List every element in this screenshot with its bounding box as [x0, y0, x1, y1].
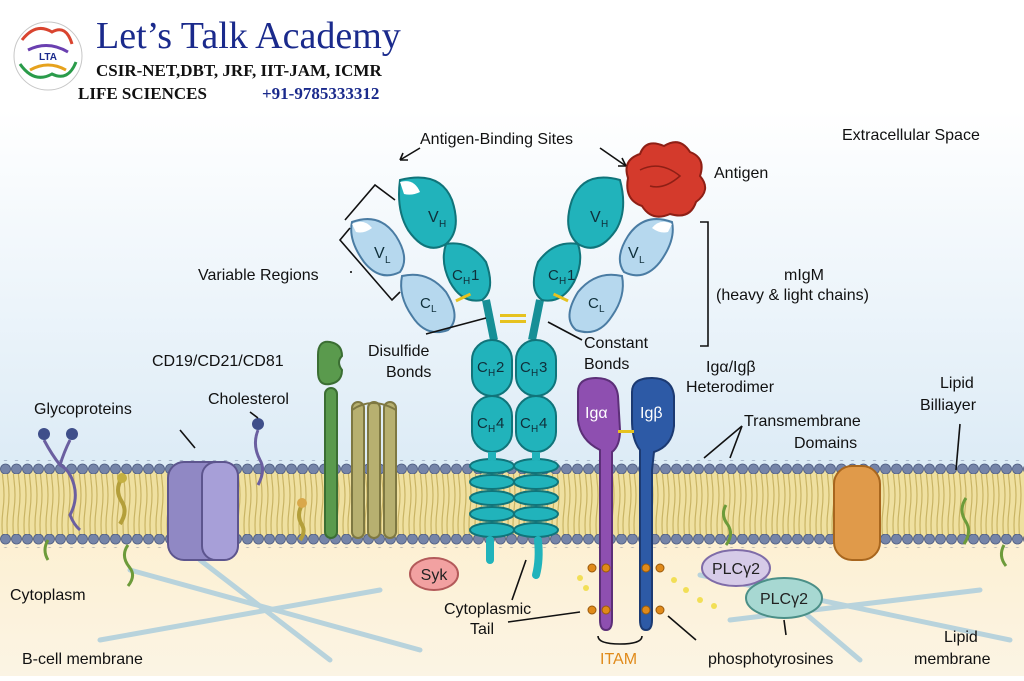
ch3-num: 3 — [539, 359, 547, 376]
cholesterol-shapes — [43, 418, 1008, 587]
ch4-right-num: 4 — [539, 415, 547, 432]
plcg2-bubble-a: PLCγ2 — [701, 549, 771, 587]
ch2-domain: C H 2 — [471, 339, 513, 397]
glycoprotein-shapes — [38, 428, 81, 532]
ch2-sub: H — [488, 368, 495, 379]
ch3-domain: C H 3 — [515, 339, 557, 397]
label-extracellular-space: Extracellular Space — [842, 127, 980, 144]
right-ch1-num: 1 — [567, 267, 575, 284]
brand-phone: +91-9785333312 — [262, 84, 379, 103]
ig-disulfide — [618, 430, 634, 433]
brand-title: Let’s Talk Academy — [96, 15, 401, 57]
label-variable-regions: Variable Regions — [198, 267, 319, 284]
right-vh-sub: H — [601, 219, 608, 230]
right-cl-sub: L — [599, 304, 605, 315]
ch2-label: C — [477, 359, 488, 376]
left-ch1-label: C — [452, 267, 463, 284]
label-constant-2: Bonds — [584, 356, 629, 373]
plcg2-bubble-b: PLCγ2 — [745, 577, 823, 619]
cd19-cd21-cd81-complex — [317, 340, 397, 539]
left-ch1-num: 1 — [471, 267, 479, 284]
right-cl-label: C — [588, 295, 599, 312]
plcg2-a-label: PLCγ2 — [712, 561, 760, 578]
label-iga-igb-2: Heterodimer — [686, 379, 775, 396]
brand-field: LIFE SCIENCES — [78, 84, 207, 103]
label-cd19: CD19/CD21/CD81 — [152, 353, 284, 370]
itam-phosphotyrosines — [587, 563, 665, 615]
ch4-left-num: 4 — [496, 415, 504, 432]
cytoskeleton-fibers — [97, 557, 1013, 663]
left-vh-label: V — [428, 209, 439, 226]
antigen-shape — [625, 141, 707, 218]
left-ch1-sub: H — [463, 276, 470, 287]
label-phosphotyrosines: phosphotyrosines — [708, 651, 833, 668]
right-vh-label: V — [590, 209, 601, 226]
label-antigen: Antigen — [714, 165, 768, 182]
annotation-arrows — [179, 147, 961, 645]
ch2-num: 2 — [496, 359, 504, 376]
label-transmembrane-1: Transmembrane — [744, 413, 861, 430]
left-cl-domain: C L — [400, 273, 456, 334]
ch3-label: C — [520, 359, 531, 376]
label-lipid-bilayer-1: Lipid — [940, 375, 974, 392]
label-disulfide-2: Bonds — [386, 364, 431, 381]
label-heavy-light: (heavy & light chains) — [716, 287, 869, 304]
ch4-left-domain: C H 4 — [471, 395, 513, 453]
label-migm: mIgM — [784, 267, 824, 284]
label-glycoproteins: Glycoproteins — [34, 401, 132, 418]
ch4-right-domain: C H 4 — [515, 395, 557, 453]
label-cytoplasmic-2: Tail — [470, 621, 494, 638]
right-ch1-domain: C H 1 — [532, 242, 582, 302]
left-cl-label: C — [420, 295, 431, 312]
right-cl-domain: C L — [568, 273, 624, 334]
label-lipid-bilayer-2: Billiayer — [920, 397, 977, 414]
left-vl-domain: V L — [350, 218, 406, 277]
ch4-left-label: C — [477, 415, 488, 432]
label-cytoplasmic-1: Cytoplasmic — [444, 601, 531, 618]
left-cl-sub: L — [431, 304, 437, 315]
ch4-right-sub: H — [531, 424, 538, 435]
right-vl-sub: L — [639, 255, 645, 266]
plcg2-b-label: PLCγ2 — [760, 591, 808, 608]
ch3-sub: H — [531, 368, 538, 379]
channel-protein — [167, 461, 239, 561]
logo-text: LTA — [39, 52, 57, 63]
left-vl-label: V — [374, 245, 385, 262]
syk-label: Syk — [421, 567, 449, 584]
logo-icon: LTA — [13, 21, 83, 91]
label-itam: ITAM — [600, 651, 637, 668]
left-ch1-domain: C H 1 — [442, 242, 492, 302]
label-disulfide-1: Disulfide — [368, 343, 429, 360]
right-vl-domain: V L — [618, 218, 674, 277]
igm-helices — [469, 458, 559, 538]
ch4-left-sub: H — [488, 424, 495, 435]
iga-label: Igα — [585, 405, 608, 422]
right-vl-label: V — [628, 245, 639, 262]
label-iga-igb-1: Igα/Igβ — [706, 359, 756, 376]
right-ch1-sub: H — [559, 276, 566, 287]
label-constant-1: Constant — [584, 335, 649, 352]
right-ch1-label: C — [548, 267, 559, 284]
left-vh-sub: H — [439, 219, 446, 230]
migm-antibody: V H C H 1 V L C L V H C H — [350, 176, 674, 579]
syk-bubble: Syk — [409, 557, 459, 591]
brand-header: LTA Let’s Talk Academy CSIR-NET,DBT, JRF… — [13, 15, 401, 103]
label-bcell-membrane: B-cell membrane — [22, 651, 143, 668]
left-vl-sub: L — [385, 255, 391, 266]
label-transmembrane-2: Domains — [794, 435, 857, 452]
label-cholesterol: Cholesterol — [208, 391, 289, 408]
label-lipid-membrane-2: membrane — [914, 651, 991, 668]
free-phosphate-dots — [577, 575, 717, 609]
label-cytoplasm: Cytoplasm — [10, 587, 86, 604]
diagram-labels: Antigen-Binding Sites Extracellular Spac… — [10, 127, 991, 668]
brand-subtitle: CSIR-NET,DBT, JRF, IIT-JAM, ICMR — [96, 61, 382, 80]
ch4-right-label: C — [520, 415, 531, 432]
label-lipid-membrane-1: Lipid — [944, 629, 978, 646]
igb-label: Igβ — [640, 405, 663, 422]
membrane-protein-right — [833, 465, 881, 561]
label-antigen-binding-sites: Antigen-Binding Sites — [420, 131, 573, 148]
